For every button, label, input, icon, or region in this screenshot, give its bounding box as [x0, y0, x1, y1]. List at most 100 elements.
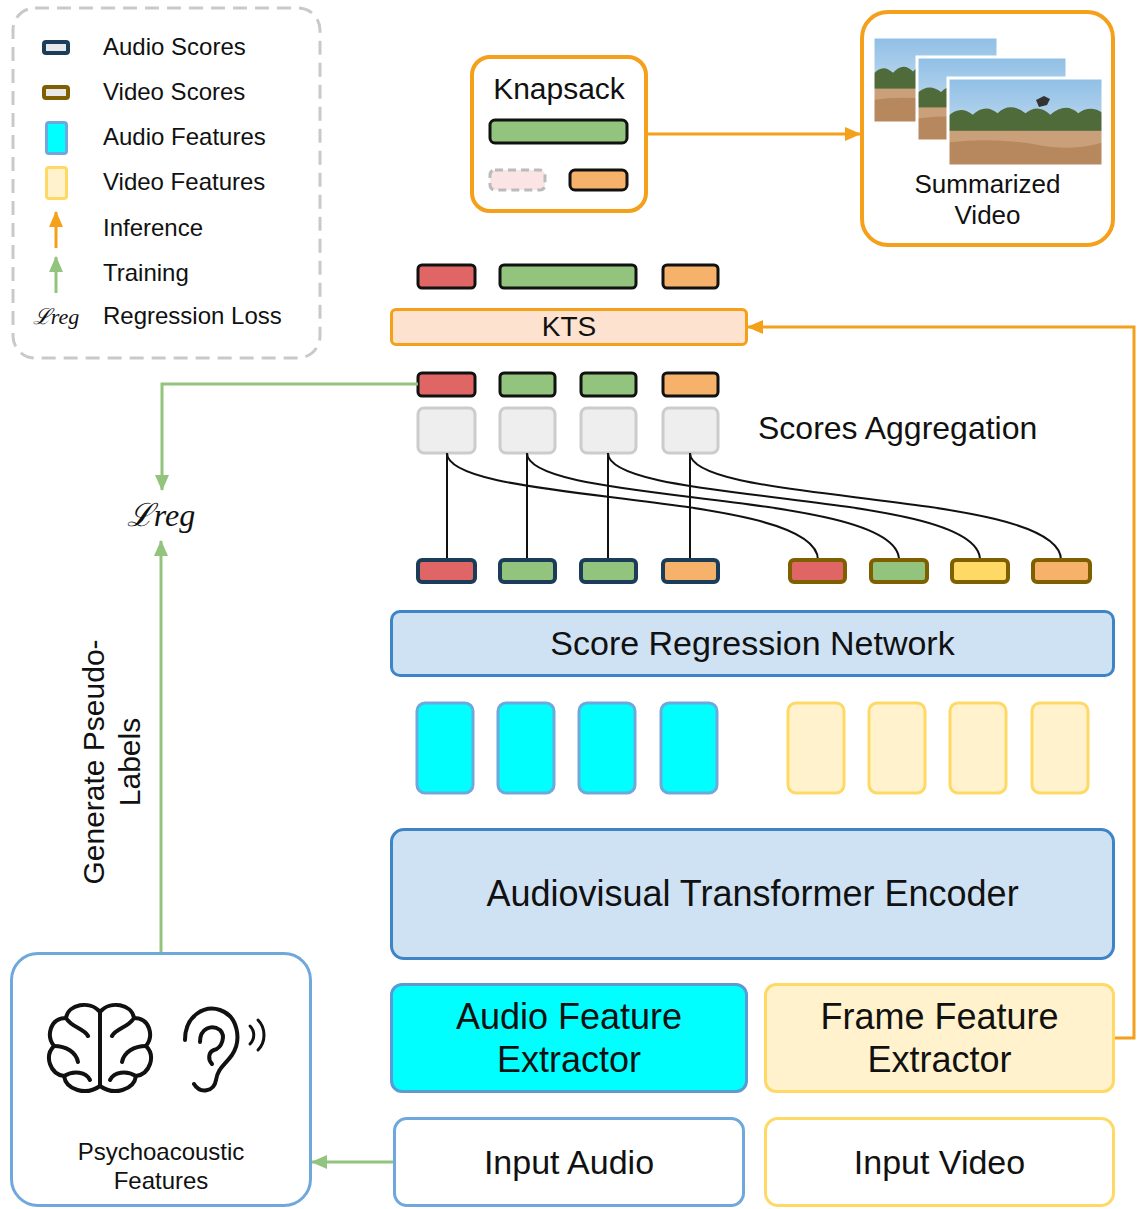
process-box: Psychoacoustic Features [10, 952, 312, 1207]
audio-score-bars [581, 560, 636, 582]
video-feature-tokens [869, 703, 925, 793]
box-label: Psychoacoustic Features [46, 1138, 276, 1196]
audio-feature-tokens [498, 703, 554, 793]
video-score-bars [871, 560, 927, 582]
box-label: Input Video [854, 1142, 1025, 1183]
ear-icon [250, 1026, 254, 1044]
legend-entry: Audio Scores [103, 33, 246, 62]
aggregation-wires [690, 453, 1061, 560]
training-wires [162, 384, 418, 490]
aggregated-score-bars [418, 373, 718, 396]
knapsack-bars [570, 170, 627, 190]
brain-icon [66, 1018, 88, 1036]
process-box: Summarized Video [860, 10, 1115, 247]
brain-icon [98, 1012, 102, 1086]
legend-entry: Training [103, 259, 189, 288]
box-label: Knapsack [493, 71, 625, 107]
aggregation-cells [663, 408, 718, 453]
legend-entry: Video Scores [103, 78, 245, 107]
knapsack-bars [490, 120, 627, 143]
audio-score-bars [418, 560, 475, 582]
legend-frame [13, 8, 320, 358]
flow-arrow [312, 1161, 393, 1164]
annotation-text: Generate Pseudo-Labels [76, 637, 148, 887]
legend-training-arrow [55, 257, 58, 293]
legend-inference-arrow [55, 212, 58, 248]
box-label: Summarized Video [888, 169, 1088, 231]
process-box: Knapsack [470, 55, 648, 213]
segment-bars [418, 265, 475, 288]
annotation: ℒreg [33, 304, 80, 330]
legend-text: Training [103, 259, 189, 288]
legend-text: Inference [103, 214, 203, 243]
summary-photos [948, 78, 1103, 166]
legend-text: Audio Features [103, 123, 266, 152]
ear-icon [185, 1009, 237, 1091]
aggregation-cells [581, 408, 636, 453]
legend-swatch [45, 121, 68, 155]
process-box: Input Video [764, 1117, 1115, 1207]
segment-bars [418, 265, 718, 288]
video-feature-tokens [788, 703, 1088, 793]
segment-bars [500, 265, 636, 288]
audio-feature-tokens [417, 703, 473, 793]
process-box: KTS [390, 308, 748, 346]
box-label: Audiovisual Transformer Encoder [486, 872, 1018, 915]
aggregation-wires [607, 453, 609, 560]
legend-text: Video Scores [103, 78, 245, 107]
video-score-bars [952, 560, 1008, 582]
audio-feature-tokens [417, 703, 717, 793]
aggregation-wires [447, 453, 1061, 560]
brain-icon [64, 1073, 90, 1080]
audio-feature-tokens [579, 703, 635, 793]
audio-feature-tokens [661, 703, 717, 793]
video-feature-tokens [950, 703, 1006, 793]
audio-score-bars [663, 560, 718, 582]
aggregation-cells [500, 408, 555, 453]
video-score-bars [790, 560, 1090, 582]
segment-bars [663, 265, 718, 288]
aggregation-wires [526, 453, 528, 560]
legend-swatch [42, 85, 70, 100]
video-score-bars [790, 560, 845, 582]
aggregation-cells [418, 408, 475, 453]
summary-photos [948, 78, 1103, 166]
process-box: Audiovisual Transformer Encoder [390, 828, 1115, 960]
box-label: Input Audio [484, 1142, 654, 1183]
video-feature-tokens [788, 703, 844, 793]
box-label: Frame Feature Extractor [780, 995, 1100, 1081]
brain-icon [54, 1046, 78, 1062]
video-feature-tokens [1032, 703, 1088, 793]
annotation: ℒreg [127, 496, 195, 534]
brain-icon [122, 1046, 146, 1062]
legend-text: Audio Scores [103, 33, 246, 62]
legend-swatch [42, 40, 70, 55]
brain-icon [110, 1073, 136, 1080]
aggregated-score-bars [663, 373, 718, 396]
annotation-text: ℒreg [33, 304, 80, 330]
legend-entry: Inference [103, 214, 203, 243]
legend-entry: Regression Loss [103, 302, 282, 331]
training-wires [160, 541, 163, 952]
annotation-text: Scores Aggregation [758, 409, 1037, 447]
process-box: Input Audio [393, 1117, 745, 1207]
video-score-bars [1033, 560, 1090, 582]
aggregation-cells [418, 408, 718, 453]
ear-icon [200, 1027, 223, 1064]
flow-arrow [648, 133, 860, 136]
box-label: KTS [542, 312, 596, 343]
brain-icon [49, 1005, 151, 1091]
aggregation-wires [446, 453, 448, 560]
training-wires [161, 384, 418, 952]
legend-entry: Audio Features [103, 123, 266, 152]
legend-text: Regression Loss [103, 302, 282, 331]
summary-photos [873, 37, 1103, 166]
box-label: Score Regression Network [550, 623, 954, 664]
annotation: Scores Aggregation [758, 409, 1037, 447]
box-label: Audio Feature Extractor [409, 995, 729, 1081]
process-box: Score Regression Network [390, 610, 1115, 677]
annotation: Generate Pseudo-Labels [76, 637, 148, 887]
knapsack-bars [490, 120, 627, 190]
audio-score-bars [418, 560, 718, 582]
